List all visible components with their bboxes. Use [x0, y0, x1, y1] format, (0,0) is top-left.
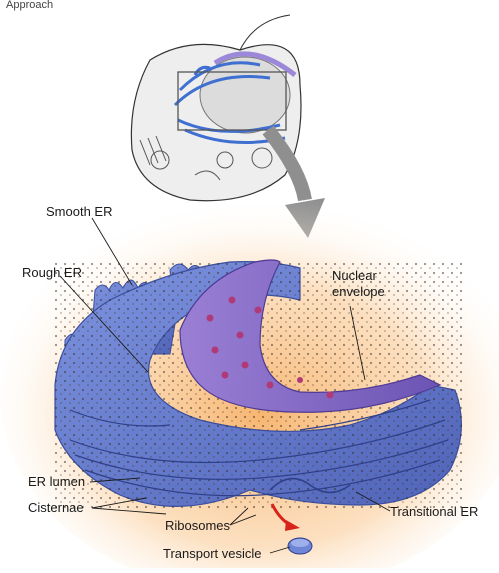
label-nuclear-envelope-2: envelope — [332, 284, 385, 299]
er-illustration — [54, 259, 465, 555]
budding-arrow — [270, 503, 300, 531]
label-rough-er: Rough ER — [22, 265, 82, 280]
label-transitional-er: Transitional ER — [390, 504, 479, 519]
leader-lines — [59, 217, 391, 554]
label-ribosomes: Ribosomes — [165, 518, 231, 533]
zoom-box — [177, 71, 287, 131]
partial-top-text: Approach — [6, 0, 53, 11]
transport-vesicle-shape — [287, 537, 313, 555]
label-er-lumen: ER lumen — [28, 474, 86, 489]
label-nuclear-envelope-1: Nuclear — [332, 268, 377, 283]
label-cisternae: Cisternae — [28, 500, 84, 515]
cell-overview — [130, 14, 302, 202]
label-smooth-er: Smooth ER — [46, 204, 113, 219]
label-transport-vesicle: Transport vesicle — [163, 546, 262, 561]
